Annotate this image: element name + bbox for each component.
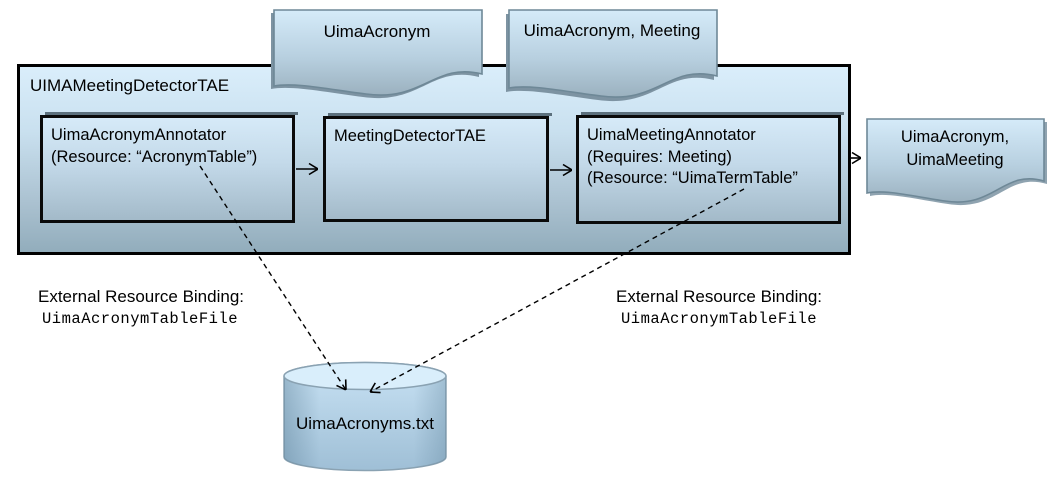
aggregate-box-title: UIMAMeetingDetectorTAE (30, 76, 230, 95)
component-label-line: UimaAcronymAnnotator (51, 126, 227, 144)
document-shape-output (866, 118, 1047, 206)
component-label-line: (Resource: “AcronymTable”) (51, 147, 258, 166)
component-label-line: (Requires: Meeting) (587, 147, 732, 166)
component-box-uima-meeting-annotator: UimaMeetingAnnotator (Requires: Meeting)… (576, 112, 844, 224)
document-label-uima-acronym-meeting: UimaAcronym, Meeting (523, 21, 701, 40)
component-label-line: UimaMeetingAnnotator (587, 126, 756, 144)
component-box-meeting-detector-tae: MeetingDetectorTAE (323, 113, 552, 222)
binding-value-right: UimaAcronymTableFile (621, 310, 818, 328)
component-label-line: MeetingDetectorTAE (334, 127, 486, 145)
binding-label-left: External Resource Binding: (38, 287, 245, 306)
datastore-label: UimaAcronyms.txt (296, 414, 434, 433)
component-label-line: (Resource: “UimaTermTable” (587, 169, 798, 187)
binding-value-left: UimaAcronymTableFile (42, 310, 239, 328)
document-shape-uima-acronym-meeting (506, 9, 718, 102)
component-box-uima-acronym-annotator: UimaAcronymAnnotator (Resource: “Acronym… (40, 112, 298, 223)
document-label-output: UimaAcronym, UimaMeeting (900, 128, 1010, 169)
document-label-uima-acronym: UimaAcronym (323, 22, 431, 41)
document-shape-uima-acronym (271, 9, 483, 99)
binding-label-right: External Resource Binding: (616, 287, 823, 306)
